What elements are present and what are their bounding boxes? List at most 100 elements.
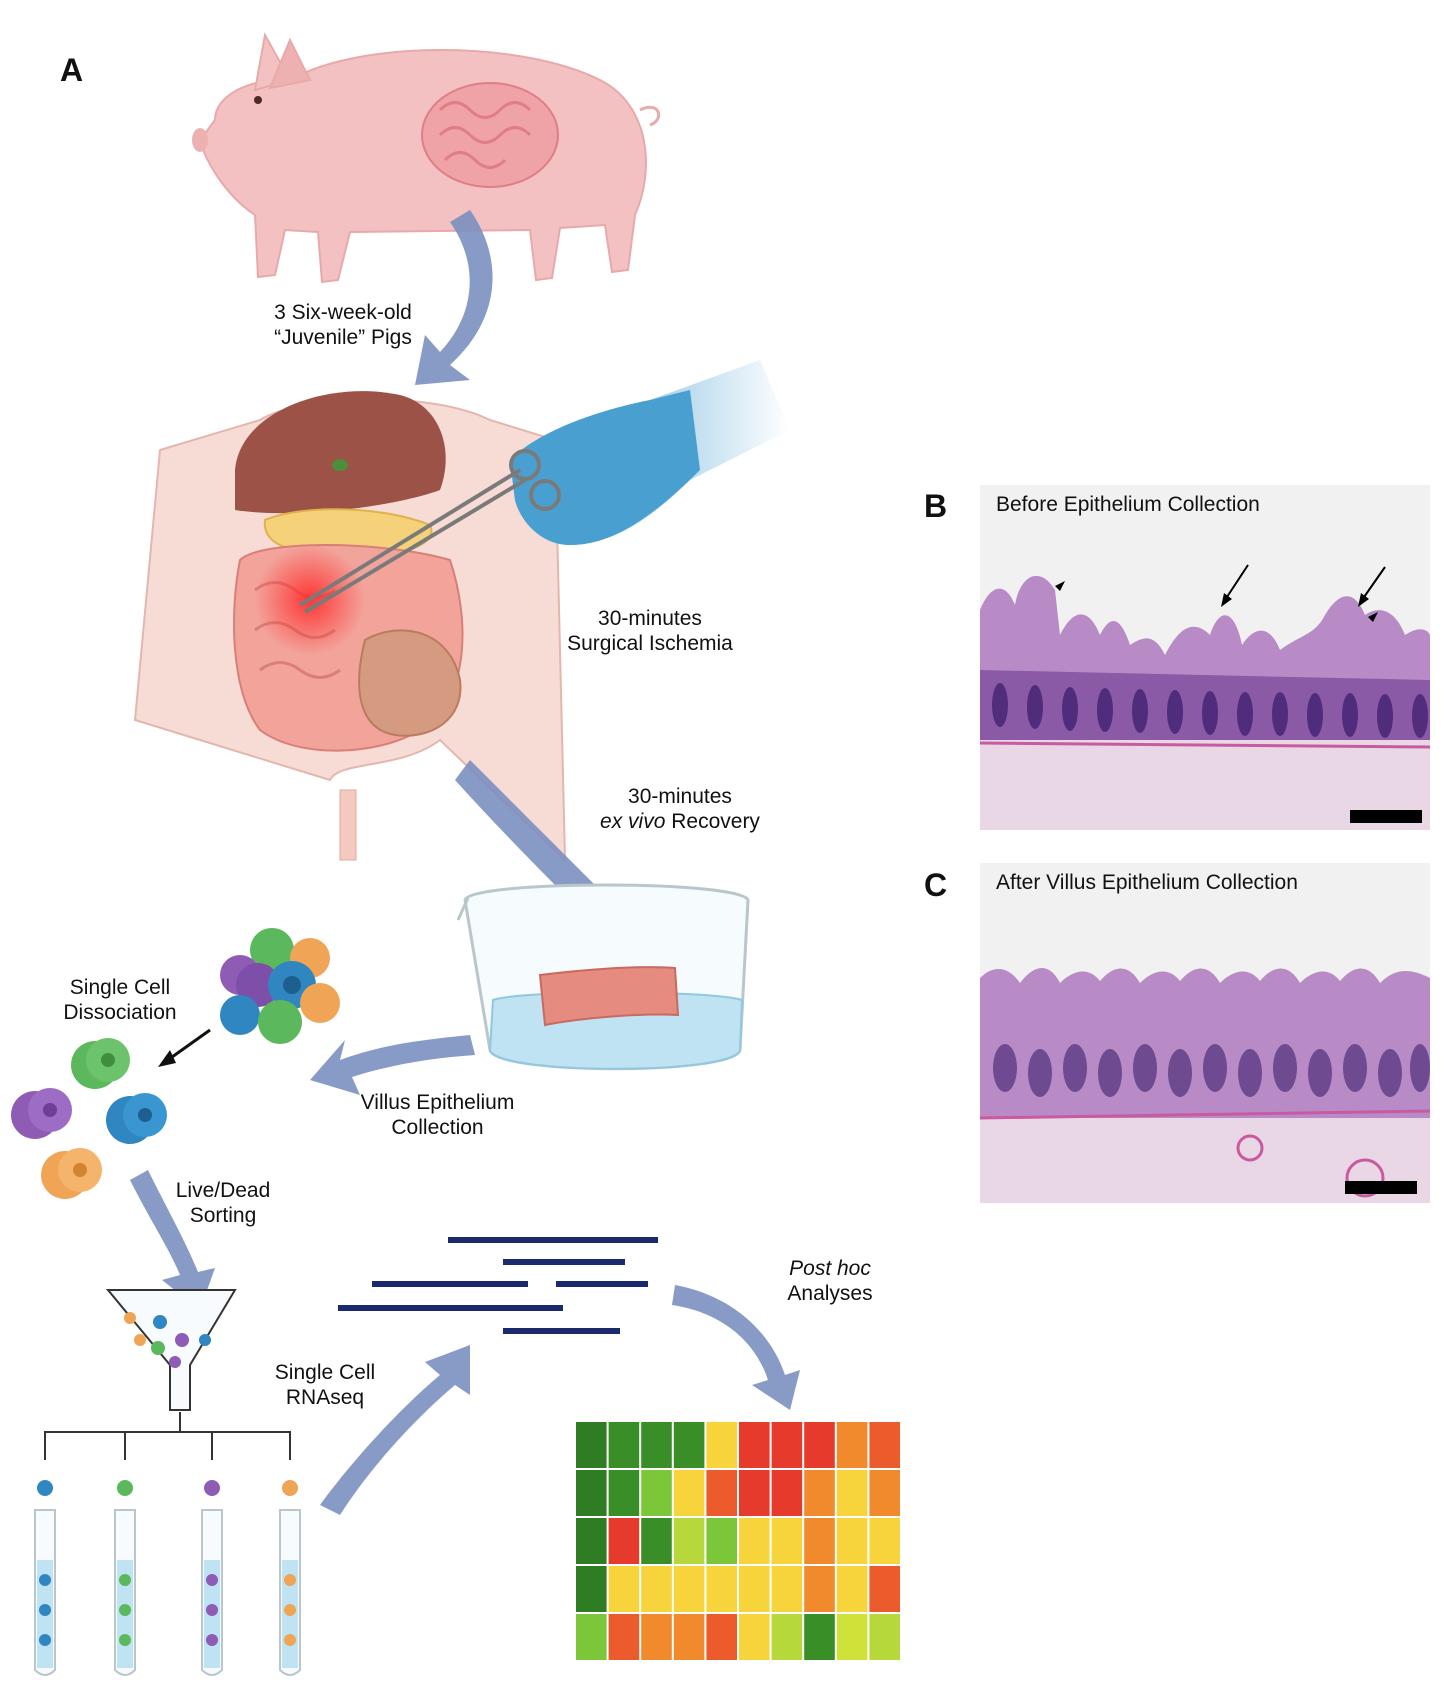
heatmap-cell: [673, 1422, 705, 1468]
label-rnaseq-line2: RNAseq: [285, 1386, 365, 1409]
heatmap-cell: [608, 1614, 640, 1660]
heatmap-cell: [706, 1566, 737, 1612]
heatmap-cell: [869, 1614, 900, 1660]
heatmap-cell: [576, 1566, 607, 1612]
label-dissociation-line1: Single Cell: [69, 976, 171, 999]
heatmap-cell: [739, 1518, 770, 1564]
heatmap-cell: [836, 1566, 868, 1612]
heatmap-cell: [706, 1518, 737, 1564]
label-posthoc: Post hoc Analyses: [775, 1256, 885, 1306]
cell-cluster: [220, 928, 340, 1044]
heatmap-cell: [706, 1422, 737, 1468]
arrow-to-cell-cluster: [310, 1035, 475, 1095]
label-livedead-line2: Sorting: [189, 1204, 257, 1227]
sorting-funnel: [44, 1289, 291, 1460]
label-villus-line2: Collection: [391, 1116, 484, 1139]
heatmap-cell: [739, 1566, 770, 1612]
label-ischemia-line2: Surgical Ischemia: [567, 632, 733, 655]
heatmap-cell: [576, 1422, 607, 1468]
pig-illustration: [192, 32, 661, 284]
heatmap-cell: [771, 1422, 803, 1468]
heatmap-cell: [706, 1614, 737, 1660]
heatmap-cell: [739, 1614, 770, 1660]
panel-label-b: B: [924, 488, 948, 524]
heatmap-cell: [608, 1422, 640, 1468]
heatmap-cell: [641, 1422, 672, 1468]
beaker-illustration: [456, 883, 750, 1071]
sequencing-reads: [338, 1237, 658, 1334]
histology-after-title: After Villus Epithelium Collection: [996, 871, 1298, 894]
heatmap-cell: [836, 1518, 868, 1564]
sorted-tubes: [34, 1480, 301, 1676]
histology-before: Before Epithelium Collection: [980, 485, 1430, 830]
heatmap-cell: [641, 1470, 672, 1516]
label-rnaseq-line1: Single Cell: [274, 1361, 376, 1384]
heatmap-cell: [869, 1470, 900, 1516]
heatmap-cell: [804, 1518, 835, 1564]
heatmap-cell: [673, 1566, 705, 1612]
label-dissociation-line2: Dissociation: [63, 1001, 177, 1024]
heatmap-cell: [771, 1470, 803, 1516]
heatmap-cell: [836, 1614, 868, 1660]
label-villus-line1: Villus Epithelium: [360, 1091, 515, 1114]
panel-label-c: C: [924, 867, 948, 903]
heatmap-cell: [641, 1566, 672, 1612]
label-livedead-line1: Live/Dead: [175, 1179, 271, 1202]
heatmap-cell: [673, 1518, 705, 1564]
label-pigs-line2: “Juvenile” Pigs: [274, 326, 412, 349]
label-posthoc-line2: Analyses: [787, 1282, 873, 1305]
arrow-to-sequencing: [320, 1345, 470, 1515]
label-ischemia-line1: 30-minutes: [598, 607, 702, 630]
label-recovery-line2: ex vivo Recovery: [590, 809, 770, 834]
heatmap-cell: [804, 1470, 835, 1516]
label-posthoc-line1: Post hoc: [789, 1257, 871, 1280]
heatmap-cell: [608, 1518, 640, 1564]
label-ischemia: 30-minutes Surgical Ischemia: [560, 606, 740, 656]
label-livedead: Live/Dead Sorting: [168, 1178, 278, 1228]
gloved-hand-forceps: [298, 360, 790, 614]
scale-bar-before: [1350, 810, 1422, 823]
label-pigs: 3 Six-week-old “Juvenile” Pigs: [248, 300, 438, 350]
panel-label-a: A: [60, 52, 84, 88]
heatmap-cell: [869, 1422, 900, 1468]
heatmap-cell: [739, 1470, 770, 1516]
heatmap-cell: [804, 1422, 835, 1468]
workflow-illustration: [11, 32, 900, 1676]
label-rnaseq: Single Cell RNAseq: [270, 1360, 380, 1410]
heatmap-cell: [641, 1614, 672, 1660]
heatmap-cell: [771, 1566, 803, 1612]
heatmap-cell: [673, 1470, 705, 1516]
surgery-illustration: [133, 391, 567, 863]
label-recovery-rest: Recovery: [665, 810, 760, 833]
label-recovery: 30-minutes ex vivo Recovery: [590, 784, 770, 834]
analysis-heatmap: [576, 1422, 900, 1660]
histology-after-image: [980, 968, 1430, 1203]
heatmap-cell: [576, 1518, 607, 1564]
heatmap-cell: [771, 1614, 803, 1660]
heatmap-cell: [739, 1422, 770, 1468]
heatmap-cell: [836, 1470, 868, 1516]
heatmap-cell: [608, 1566, 640, 1612]
heatmap-cell: [673, 1614, 705, 1660]
heatmap-cell: [641, 1518, 672, 1564]
label-dissociation: Single Cell Dissociation: [50, 975, 190, 1025]
label-pigs-line1: 3 Six-week-old: [274, 301, 412, 324]
heatmap-cell: [576, 1614, 607, 1660]
heatmap-cell: [804, 1614, 835, 1660]
heatmap-cell: [608, 1470, 640, 1516]
label-recovery-line1: 30-minutes: [628, 785, 732, 808]
arrow-to-surgery: [415, 210, 493, 385]
heatmap-cell: [576, 1470, 607, 1516]
heatmap-cell: [771, 1518, 803, 1564]
heatmap-cell: [869, 1518, 900, 1564]
histology-before-image: [980, 564, 1430, 830]
heatmap-cell: [869, 1566, 900, 1612]
dissociated-cells: [11, 1038, 167, 1199]
histology-after: After Villus Epithelium Collection: [980, 863, 1430, 1203]
scale-bar-after: [1345, 1181, 1417, 1194]
heatmap-cell: [706, 1470, 737, 1516]
label-villus: Villus Epithelium Collection: [350, 1090, 525, 1140]
heatmap-cell: [836, 1422, 868, 1468]
histology-before-title: Before Epithelium Collection: [996, 493, 1260, 516]
label-recovery-italic: ex vivo: [600, 810, 666, 833]
